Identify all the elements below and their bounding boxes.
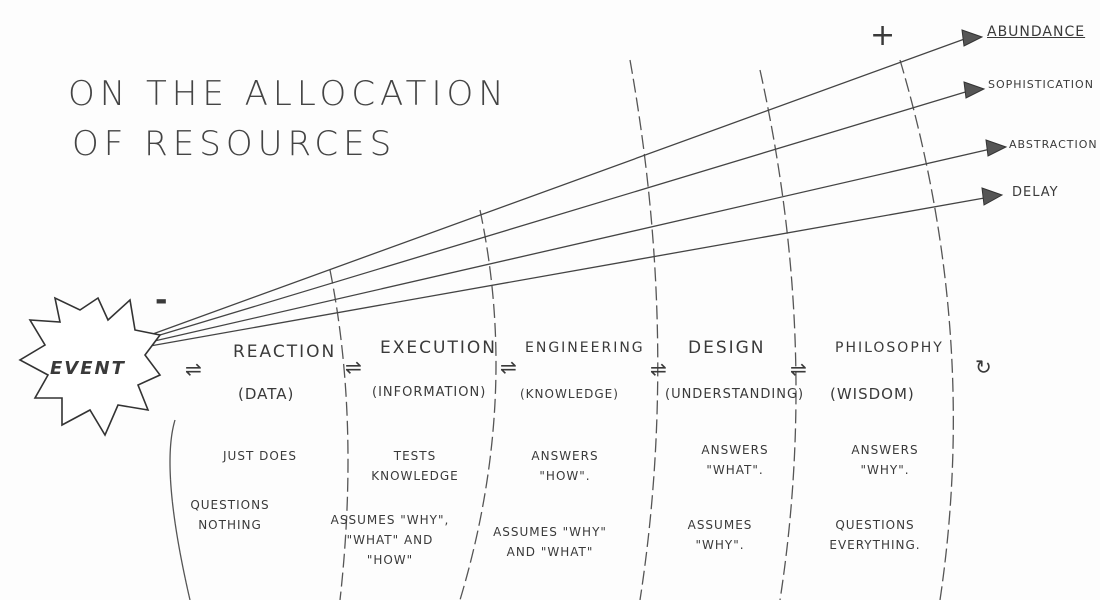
transition-icon: ⇌ — [650, 357, 669, 381]
stage-engineering-note2: ASSUMES "WHY" AND "WHAT" — [493, 525, 607, 559]
arrow-label-abundance: ABUNDANCE — [987, 24, 1086, 40]
stage-engineering-note1: ANSWERS "HOW". — [531, 449, 599, 483]
stage-design-title: DESIGN — [688, 338, 766, 358]
stage-reaction-title: REACTION — [233, 342, 337, 362]
stage-execution-note2: ASSUMES "WHY", "WHAT" AND "HOW" — [330, 513, 450, 567]
stage-philosophy-note2: QUESTIONS EVERYTHING. — [829, 518, 921, 552]
transition-icon: ⇌ — [185, 357, 204, 381]
stage-design-note1: ANSWERS "WHAT". — [701, 443, 769, 477]
boundary-arc-1 — [329, 269, 349, 600]
arrowheads — [961, 29, 1008, 206]
stage-boundaries — [169, 59, 954, 600]
arrow-label-sophistication: SOPHISTICATION — [988, 78, 1094, 91]
stage-design-sub: (UNDERSTANDING) — [665, 387, 805, 402]
return-icon: ↻ — [975, 355, 994, 379]
stage-reaction-note1: JUST DOES — [223, 449, 297, 463]
stage-engineering-sub: (KNOWLEDGE) — [520, 387, 619, 401]
event-label: EVENT — [50, 358, 126, 379]
event-starburst — [18, 296, 162, 437]
stage-execution-sub: (INFORMATION) — [372, 385, 487, 400]
transition-icon: ⇌ — [500, 355, 519, 379]
boundary-arc-4 — [759, 69, 797, 600]
plus-sign: + — [870, 18, 898, 53]
stage-philosophy-title: PHILOSOPHY — [835, 340, 944, 356]
transition-icon: ⇌ — [345, 355, 364, 379]
stage-execution-title: EXECUTION — [380, 338, 497, 358]
arrow-label-abstraction: ABSTRACTION — [1009, 138, 1098, 151]
title-line-1: ON THE ALLOCATION — [68, 74, 509, 114]
stage-reaction-sub: (DATA) — [238, 385, 295, 403]
minus-sign: - — [155, 283, 170, 318]
stage-philosophy-note1: ANSWERS "WHY". — [851, 443, 919, 477]
title-line-2: OF RESOURCES — [72, 124, 397, 164]
boundary-arc-5 — [899, 59, 954, 600]
resource-vectors — [149, 36, 996, 347]
stage-execution-note1: TESTS KNOWLEDGE — [371, 449, 459, 483]
stage-reaction-note2: QUESTIONS NOTHING — [190, 498, 270, 532]
stage-engineering-title: ENGINEERING — [525, 340, 645, 356]
boundary-arc-2 — [459, 209, 497, 600]
arrow-label-delay: DELAY — [1012, 185, 1059, 200]
event-arc — [169, 419, 191, 600]
stage-philosophy-sub: (WISDOM) — [830, 385, 915, 403]
boundary-arc-3 — [629, 59, 659, 600]
stage-design-note2: ASSUMES "WHY". — [687, 518, 753, 552]
transition-icon: ⇌ — [790, 357, 809, 381]
